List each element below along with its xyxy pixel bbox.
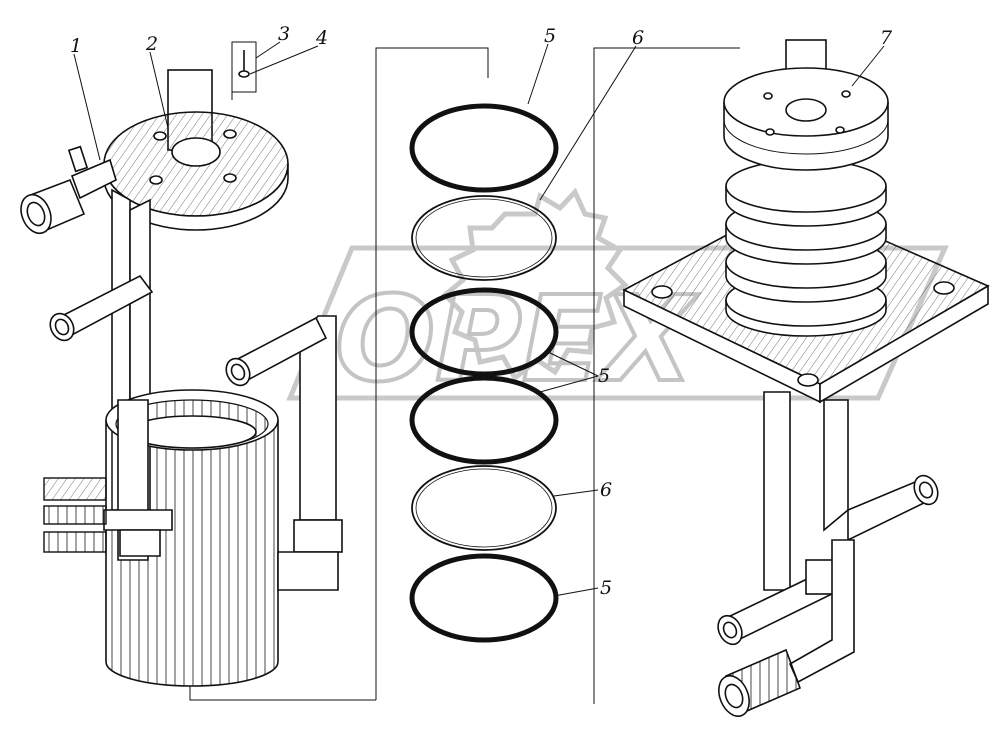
callout-4: 4 [315,27,328,49]
outlet-pipe-right-lower [717,559,842,646]
callout-2: 2 [145,33,158,55]
right-finned-assembly [622,39,990,717]
left-heat-exchanger-assembly [20,41,343,687]
fin-discs [723,67,889,337]
ring-6-bottom [411,465,557,551]
inlet-fitting [20,145,117,235]
down-pipe-left [763,391,791,591]
group-brackets [189,47,740,704]
down-pipe-right [823,399,849,532]
ring-6-top [411,195,557,281]
outlet-pipe-left [225,315,343,591]
ring-5-second [409,287,559,377]
branch-pipe-right [847,474,939,542]
callout-6-top: 6 [632,27,644,49]
callout-3: 3 [278,23,290,45]
mounting-brackets [43,477,107,553]
ring-5-bottom [409,553,559,643]
bolt-and-washer [231,41,257,100]
callout-7: 7 [880,27,893,49]
callout-numbers: 1 2 3 4 5 6 7 5 6 5 [70,23,893,599]
clamp-band [103,509,173,557]
callout-5-top: 5 [544,25,556,47]
leader-lines [73,41,885,597]
callout-1: 1 [70,35,82,57]
branch-pipe-left [49,274,154,342]
seal-rings-stack [409,103,559,643]
bottom-fitting [718,539,855,717]
ring-5-third [409,375,559,465]
callout-5-middle: 5 [598,365,610,387]
ring-5-top [409,103,559,193]
cylinder-shell [105,389,279,687]
callout-5-bottom: 5 [600,577,612,599]
callout-6-bottom: 6 [600,479,612,501]
